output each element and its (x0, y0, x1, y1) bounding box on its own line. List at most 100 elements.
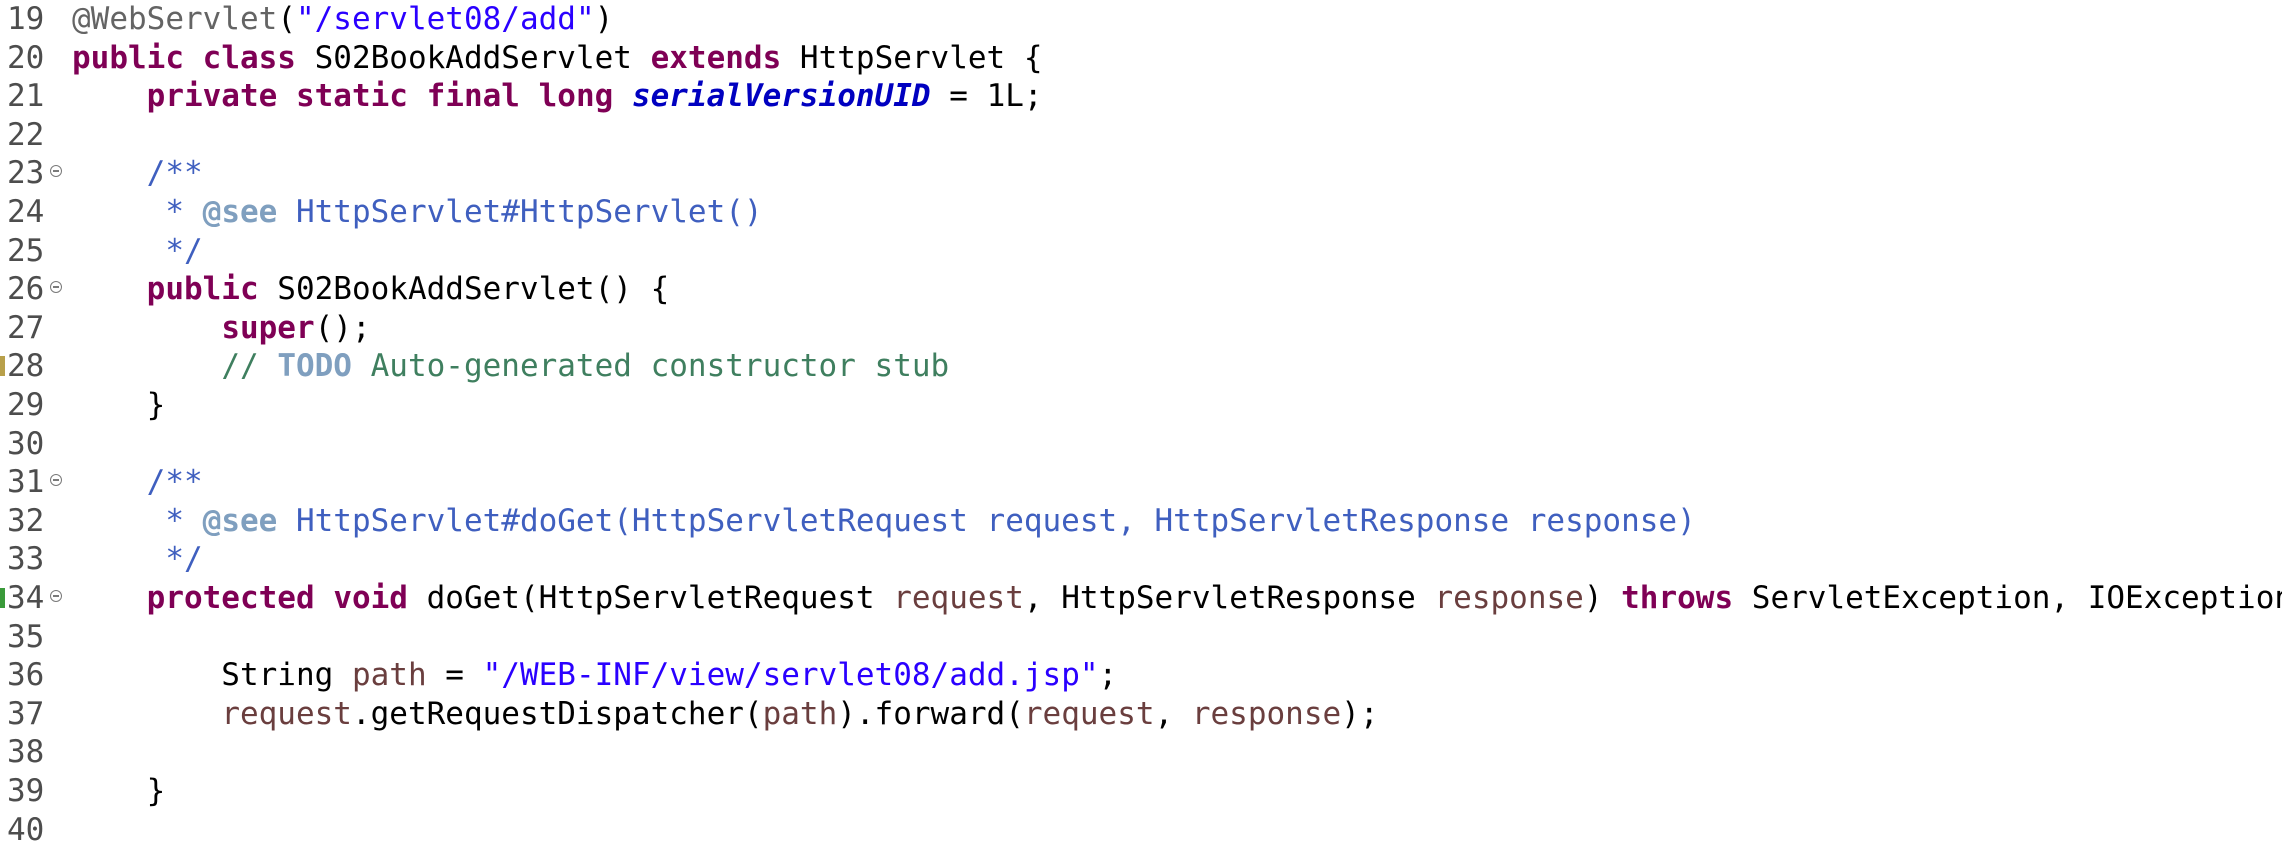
code-token (408, 78, 427, 114)
code-token: response (1434, 580, 1584, 616)
line-number: 21 (7, 78, 45, 115)
code-token: HttpServlet#doGet(HttpServletRequest req… (277, 502, 1696, 539)
code-token: } (72, 387, 166, 423)
code-token: ) (1583, 580, 1622, 616)
code-token: ) (594, 1, 614, 37)
code-token: response (1191, 695, 1342, 732)
code-token: = 1L; (930, 78, 1043, 115)
code-token: @see (202, 502, 278, 539)
line-number: 20 (7, 39, 45, 76)
line-number: 33 (7, 541, 45, 578)
code-line[interactable]: 35 (0, 618, 2282, 656)
code-token (315, 580, 334, 616)
line-number: 22 (7, 116, 45, 153)
code-token (72, 348, 221, 384)
code-line[interactable]: 19 @WebServlet("/servlet08/add") (0, 0, 2282, 38)
code-token: , (1154, 695, 1192, 732)
line-number: 40 (7, 811, 45, 848)
code-token (72, 464, 147, 500)
code-text: String path = "/WEB-INF/view/servlet08/a… (72, 656, 1117, 694)
code-token: private (146, 78, 278, 115)
line-number: 27 (7, 309, 45, 346)
code-line[interactable]: 26 public S02BookAddServlet() { (0, 270, 2282, 308)
code-text: */ (72, 540, 203, 578)
code-token: S02BookAddServlet() { (258, 271, 670, 308)
code-token: "/servlet08/add" (295, 1, 595, 37)
code-line[interactable]: 37 request.getRequestDispatcher(path).fo… (0, 695, 2282, 733)
line-number: 36 (7, 657, 45, 694)
code-line[interactable]: 34 protected void doGet(HttpServletReque… (0, 579, 2282, 617)
code-line[interactable]: 33 */ (0, 540, 2282, 578)
code-token: ; (1098, 657, 1118, 694)
code-line[interactable]: 27 super(); (0, 309, 2282, 347)
code-token: S02BookAddServlet (295, 39, 651, 76)
code-token: @see (202, 194, 278, 230)
line-number: 25 (7, 232, 45, 269)
code-text: * @see HttpServlet#HttpServlet() (72, 193, 762, 231)
code-text: @WebServlet("/servlet08/add") (72, 0, 613, 38)
gutter-marker-icon (0, 588, 5, 608)
code-line[interactable]: 23 /** (0, 154, 2282, 192)
line-number: 32 (7, 502, 45, 539)
fold-collapse-icon[interactable] (50, 474, 62, 487)
code-token: path (351, 657, 427, 694)
code-token (277, 78, 296, 114)
code-token (72, 271, 147, 307)
code-line[interactable]: 20 public class S02BookAddServlet extends… (0, 39, 2282, 77)
code-token: ServletException, IOException { (1733, 580, 2282, 616)
line-number: 28 (7, 348, 45, 385)
line-number: 31 (7, 464, 45, 501)
code-token: Auto-generated constructor stub (351, 348, 950, 385)
code-token: static (295, 78, 408, 115)
code-token: = (426, 657, 483, 694)
code-token: throws (1621, 580, 1734, 616)
code-line[interactable]: 25 */ (0, 232, 2282, 270)
code-line[interactable]: 40 (0, 811, 2282, 849)
code-token: request (893, 580, 1024, 616)
code-token: @WebServlet (72, 1, 278, 37)
code-token: long (538, 78, 614, 115)
code-token: */ (72, 541, 203, 578)
gutter-marker-icon (0, 356, 5, 377)
line-number: 19 (7, 1, 45, 37)
line-number: 23 (7, 155, 45, 192)
code-token: /** (146, 464, 203, 501)
code-text: public class S02BookAddServlet extends H… (72, 39, 1043, 77)
fold-collapse-icon[interactable] (50, 281, 62, 294)
code-token: String (72, 657, 352, 694)
code-text: } (72, 386, 166, 424)
code-text: private static final long serialVersionU… (72, 77, 1043, 115)
code-token: , HttpServletResponse (1023, 580, 1435, 616)
fold-collapse-icon[interactable] (50, 165, 62, 178)
code-line[interactable]: 21 private static final long serialVersi… (0, 77, 2282, 115)
code-line[interactable]: 36 String path = "/WEB-INF/view/servlet0… (0, 656, 2282, 694)
code-token: ); (1341, 695, 1379, 732)
code-token: public (72, 39, 184, 76)
code-token: extends (650, 39, 782, 76)
line-number: 39 (7, 773, 45, 809)
code-line[interactable]: 22 (0, 116, 2282, 154)
code-token (184, 40, 203, 76)
code-text: super(); (72, 309, 370, 347)
code-line[interactable]: 24 * @see HttpServlet#HttpServlet() (0, 193, 2282, 231)
code-token: TODO (277, 348, 352, 385)
code-line[interactable]: 38 (0, 733, 2282, 771)
code-text: // TODO Auto-generated constructor stub (72, 347, 949, 385)
code-line[interactable]: 39 } (0, 772, 2282, 810)
code-token: ( (277, 1, 296, 37)
code-token: .getRequestDispatcher( (351, 695, 763, 732)
code-line[interactable]: 28 // TODO Auto-generated constructor st… (0, 347, 2282, 385)
code-text: * @see HttpServlet#doGet(HttpServletRequ… (72, 502, 1696, 540)
fold-collapse-icon[interactable] (50, 590, 62, 602)
code-line[interactable]: 29 } (0, 386, 2282, 424)
code-token: serialVersionUID (631, 78, 931, 115)
code-line[interactable]: 31 /** (0, 463, 2282, 501)
line-number: 26 (7, 271, 45, 308)
code-line[interactable]: 32 * @see HttpServlet#doGet(HttpServletR… (0, 502, 2282, 540)
line-number: 24 (7, 194, 45, 230)
code-token: /** (146, 155, 203, 192)
code-line[interactable]: 30 (0, 425, 2282, 463)
code-text: /** (72, 463, 203, 501)
line-number: 30 (7, 425, 45, 462)
